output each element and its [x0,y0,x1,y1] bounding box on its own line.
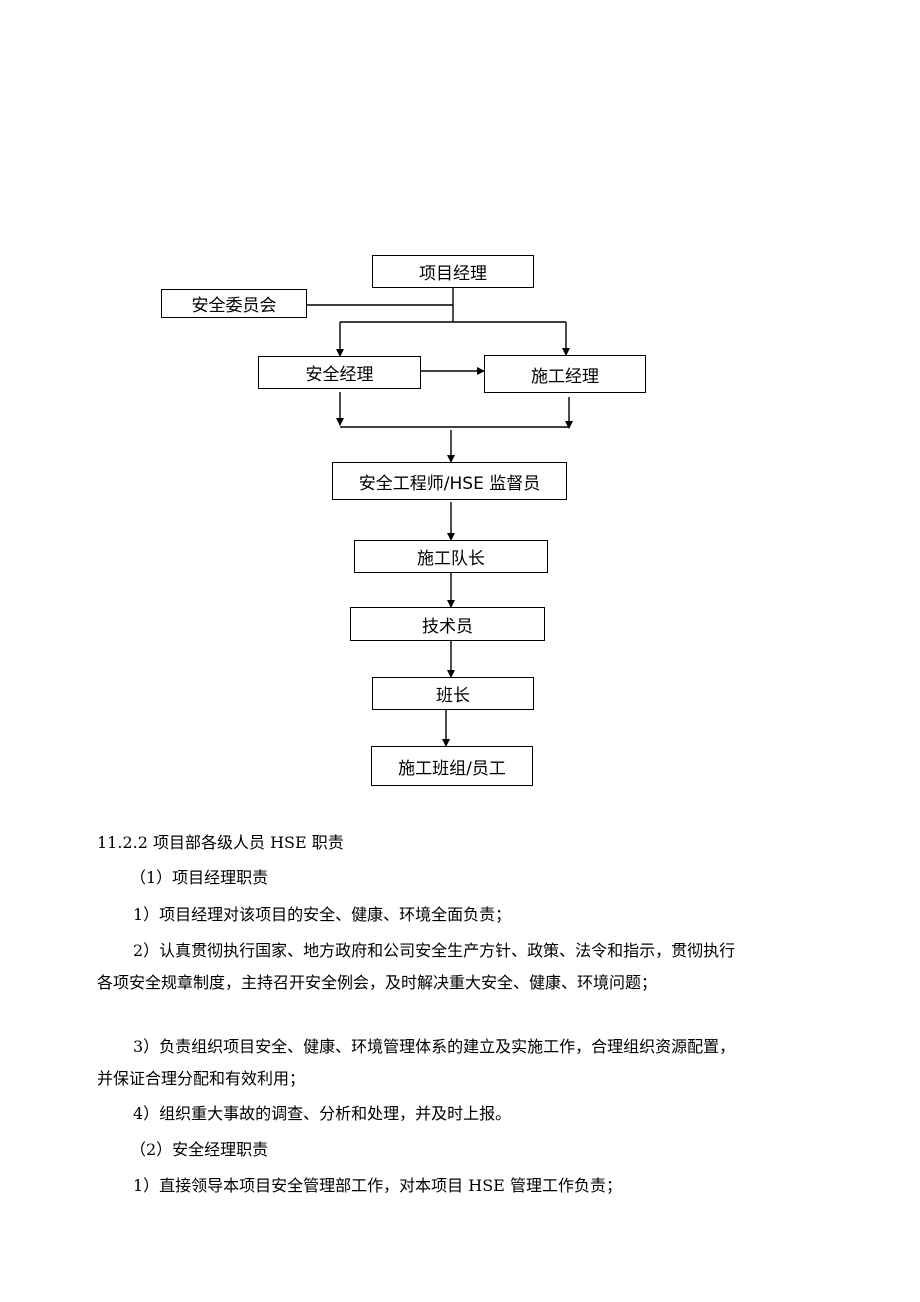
label-safety-engineer: 安全工程师/HSE 监督员 [358,473,541,494]
org-chart-connectors [307,287,573,747]
sub1-item3-line1: 3）负责组织项目安全、健康、环境管理体系的建立及实施工作，合理组织资源配置， [133,1037,736,1056]
sub1-item4: 4）组织重大事故的调查、分析和处理，并及时上报。 [133,1104,512,1123]
label-construction-team: 施工班组/员工 [398,758,506,779]
label-project-manager: 项目经理 [419,264,487,284]
label-construction-manager: 施工经理 [531,366,599,387]
label-construction-captain: 施工队长 [417,549,485,569]
sub2-heading: （2）安全经理职责 [130,1140,269,1159]
label-team-leader: 班长 [436,686,470,706]
sub1-heading: （1）项目经理职责 [130,868,269,887]
sub2-item1: 1）直接领导本项目安全管理部工作，对本项目 HSE 管理工作负责； [133,1176,622,1195]
box-technician: 技术员 [350,607,545,641]
box-safety-manager: 安全经理 [258,356,421,389]
sub1-item2-line2: 各项安全规章制度，主持召开安全例会，及时解决重大安全、健康、环境问题； [97,973,658,992]
sub1-item2-line1: 2）认真贯彻执行国家、地方政府和公司安全生产方针、政策、法令和指示，贯彻执行 [133,941,736,960]
box-project-manager: 项目经理 [372,255,534,288]
sub1-item3-line2: 并保证合理分配和有效利用； [97,1069,306,1088]
box-team-leader: 班长 [372,677,534,710]
section-heading: 11.2.2 项目部各级人员 HSE 职责 [97,833,344,852]
box-safety-committee: 安全委员会 [161,289,307,318]
label-technician: 技术员 [422,616,473,637]
box-construction-manager: 施工经理 [484,355,646,393]
label-safety-manager: 安全经理 [305,365,374,385]
sub1-item1: 1）项目经理对该项目的安全、健康、环境全面负责； [133,905,512,924]
box-safety-engineer: 安全工程师/HSE 监督员 [332,462,567,500]
box-construction-team: 施工班组/员工 [371,746,533,786]
box-construction-captain: 施工队长 [354,540,548,573]
label-safety-committee: 安全委员会 [191,296,277,316]
